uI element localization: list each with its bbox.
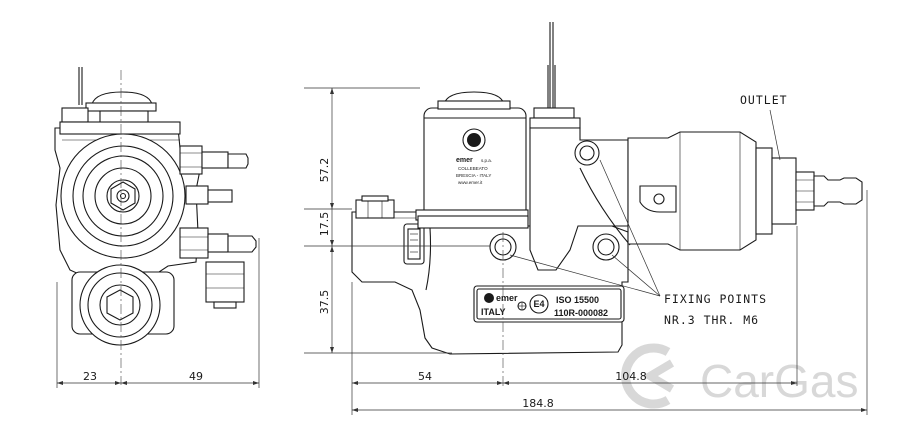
nameplate-logo-icon (484, 293, 494, 303)
dim-17-5: 17.5 (318, 212, 331, 237)
outlet-callout: OUTLET (740, 93, 788, 161)
side-view (54, 67, 257, 385)
outlet-label: OUTLET (740, 93, 788, 107)
solenoid-label: emer s.p.a. COLLEBEATO BRESCIA - ITALY w… (456, 128, 492, 185)
solenoid-line3: www.emer.it (458, 180, 483, 185)
cargas-logo-icon (621, 343, 675, 409)
dim-184-8: 184.8 (522, 397, 554, 410)
dim-49: 49 (189, 370, 203, 383)
fixing-points-label: FIXING POINTS (664, 292, 767, 306)
nameplate-brand: emer (496, 293, 518, 303)
dim-54: 54 (418, 370, 432, 383)
nameplate-standard: ISO 15500 (556, 295, 599, 305)
solenoid-brand: emer (456, 157, 473, 164)
dim-57-2: 57.2 (318, 158, 331, 183)
nameplate-country: ITALY (481, 307, 506, 317)
dim-37-5: 37.5 (318, 290, 331, 315)
nameplate: emer ITALY E4 ISO 15500 110R-000082 (473, 285, 625, 323)
front-view-horizontal-dimensions: 54 104.8 184.8 (351, 190, 868, 415)
dim-23: 23 (83, 370, 97, 383)
front-view-vertical-dimensions: 57.2 17.5 37.5 (304, 87, 490, 354)
side-view-dimensions: 23 49 (56, 238, 260, 388)
fixing-points-callout: FIXING POINTS NR.3 THR. M6 (509, 159, 767, 327)
dim-104-8: 104.8 (615, 370, 647, 383)
solenoid-line2: BRESCIA - ITALY (456, 173, 491, 178)
solenoid-suffix: s.p.a. (481, 158, 492, 163)
front-view: emer s.p.a. COLLEBEATO BRESCIA - ITALY w… (351, 22, 863, 388)
nameplate-approval: E4 (533, 299, 544, 309)
solenoid-line1: COLLEBEATO (458, 166, 488, 171)
nameplate-code: 110R-000082 (554, 308, 608, 318)
watermark-text: CarGas (700, 355, 858, 407)
emer-logo-icon (467, 133, 481, 147)
cargas-watermark: CarGas (621, 343, 858, 409)
fixing-thread-label: NR.3 THR. M6 (664, 313, 759, 327)
